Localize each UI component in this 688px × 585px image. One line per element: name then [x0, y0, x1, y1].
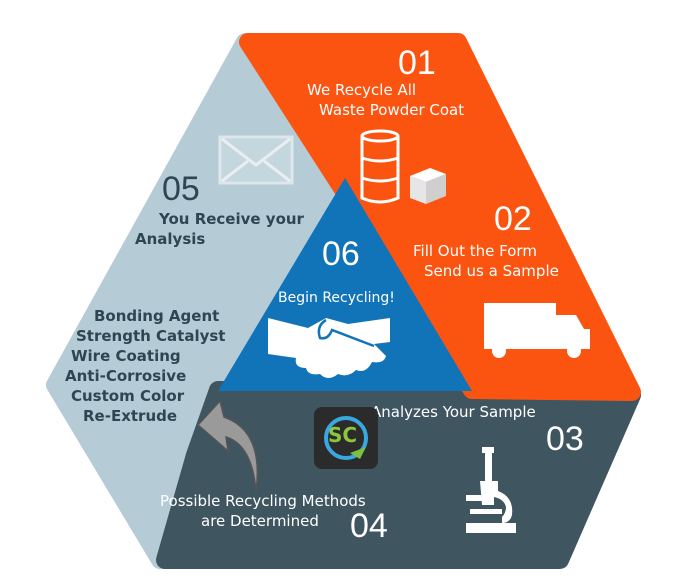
envelope-icon — [218, 135, 294, 185]
method-anti-corrosive: Anti-Corrosive — [65, 367, 187, 385]
step-02-number: 02 — [494, 200, 532, 238]
microscope-icon — [466, 447, 516, 533]
sc-logo-icon: SC — [314, 407, 378, 469]
handshake-icon — [268, 318, 390, 378]
step-04-number: 04 — [350, 507, 388, 545]
curved-arrow-icon — [196, 399, 259, 492]
method-strength-catalyst: Strength Catalyst — [76, 327, 226, 345]
step-01-line-1: We Recycle All — [307, 81, 417, 99]
method-re-extrude: Re-Extrude — [83, 407, 178, 425]
sc-logo-text: SC — [328, 423, 358, 447]
step-02-line-1: Fill Out the Form — [413, 242, 537, 260]
step-05-line-1: You Receive your — [159, 210, 304, 228]
step-05-number: 05 — [162, 170, 200, 208]
step-03-text: Analyzes Your Sample — [371, 403, 536, 421]
step-06-number: 06 — [322, 235, 360, 273]
step-04-line-1: Possible Recycling Methods — [160, 492, 366, 510]
step-05-line-2: Analysis — [135, 230, 206, 248]
box-icon — [410, 168, 446, 204]
step-03-number: 03 — [546, 420, 584, 458]
method-bonding-agent: Bonding Agent — [94, 307, 220, 325]
truck-icon — [484, 303, 590, 358]
method-wire-coating: Wire Coating — [71, 347, 181, 365]
step-02-line-2: Send us a Sample — [424, 262, 559, 280]
step-01-line-2: Waste Powder Coat — [319, 101, 465, 119]
step-01-number: 01 — [398, 44, 436, 82]
method-custom-color: Custom Color — [71, 387, 185, 405]
step-04-line-2: are Determined — [201, 512, 319, 530]
barrel-icon — [360, 129, 446, 204]
step-06-text: Begin Recycling! — [278, 290, 395, 306]
